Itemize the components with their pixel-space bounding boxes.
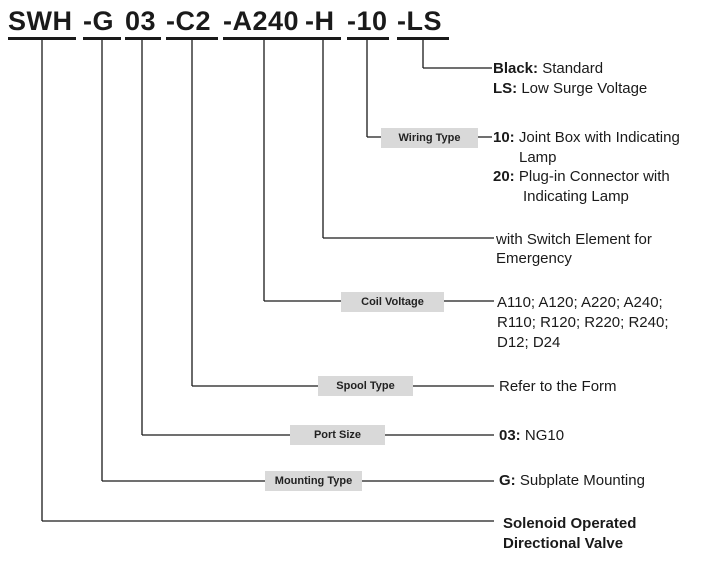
mounting-description: G: Subplate Mounting (499, 471, 645, 491)
wiring-20-key: 20: (493, 168, 515, 185)
wiring-10-line2: Lamp (519, 149, 557, 166)
ls-low-surge-option: LS: Low Surge Voltage (493, 79, 647, 99)
wiring-10-line1: Joint Box with Indicating (518, 129, 680, 146)
port-size-description: 03: NG10 (499, 426, 564, 446)
switch-line2: Emergency (496, 250, 572, 267)
wiring-20-line1: Plug-in Connector with (518, 168, 670, 185)
code-segment-series: SWH (8, 6, 76, 40)
ls-black-key: Black: (493, 60, 539, 77)
port-size-key: 03: (499, 427, 521, 444)
coil-voltage-line2: R110; R120; R220; R240; (497, 314, 669, 331)
wiring-option-10: 10: Joint Box with Indicating (493, 128, 680, 148)
tag-mounting-type: Mounting Type (265, 471, 362, 491)
code-segment-wiring: -10 (347, 6, 389, 40)
coil-voltage-line3: D12; D24 (497, 334, 561, 351)
wiring-20-line2: Indicating Lamp (523, 188, 629, 205)
ls-black-value: Standard (542, 60, 604, 77)
ls-ls-value: Low Surge Voltage (521, 80, 648, 97)
code-segment-spool: -C2 (166, 6, 218, 40)
code-segment-mounting: -G (83, 6, 121, 40)
valve-name-line2: Directional Valve (503, 535, 624, 552)
tag-coil-voltage: Coil Voltage (341, 292, 444, 312)
code-segment-ls: -LS (397, 6, 449, 40)
code-segment-switch: -H (305, 6, 341, 40)
tag-port-size: Port Size (290, 425, 385, 445)
coil-voltage-line1: A110; A120; A220; A240; (497, 294, 663, 311)
ls-ls-key: LS: (493, 80, 518, 97)
code-segment-port-size: 03 (125, 6, 161, 40)
tag-wiring-type: Wiring Type (381, 128, 478, 148)
switch-line1: with Switch Element for (496, 231, 652, 248)
port-size-value: NG10 (524, 427, 565, 444)
ls-black-option: Black: Standard (493, 59, 603, 79)
wiring-10-key: 10: (493, 129, 515, 146)
tag-spool-type: Spool Type (318, 376, 413, 396)
wiring-option-20: 20: Plug-in Connector with (493, 167, 670, 187)
mounting-key: G: (499, 472, 516, 489)
valve-name-line1: Solenoid Operated (503, 515, 637, 532)
code-segment-coil-voltage: -A240 (223, 6, 305, 40)
spool-description: Refer to the Form (499, 378, 617, 395)
mounting-value: Subplate Mounting (519, 472, 645, 489)
